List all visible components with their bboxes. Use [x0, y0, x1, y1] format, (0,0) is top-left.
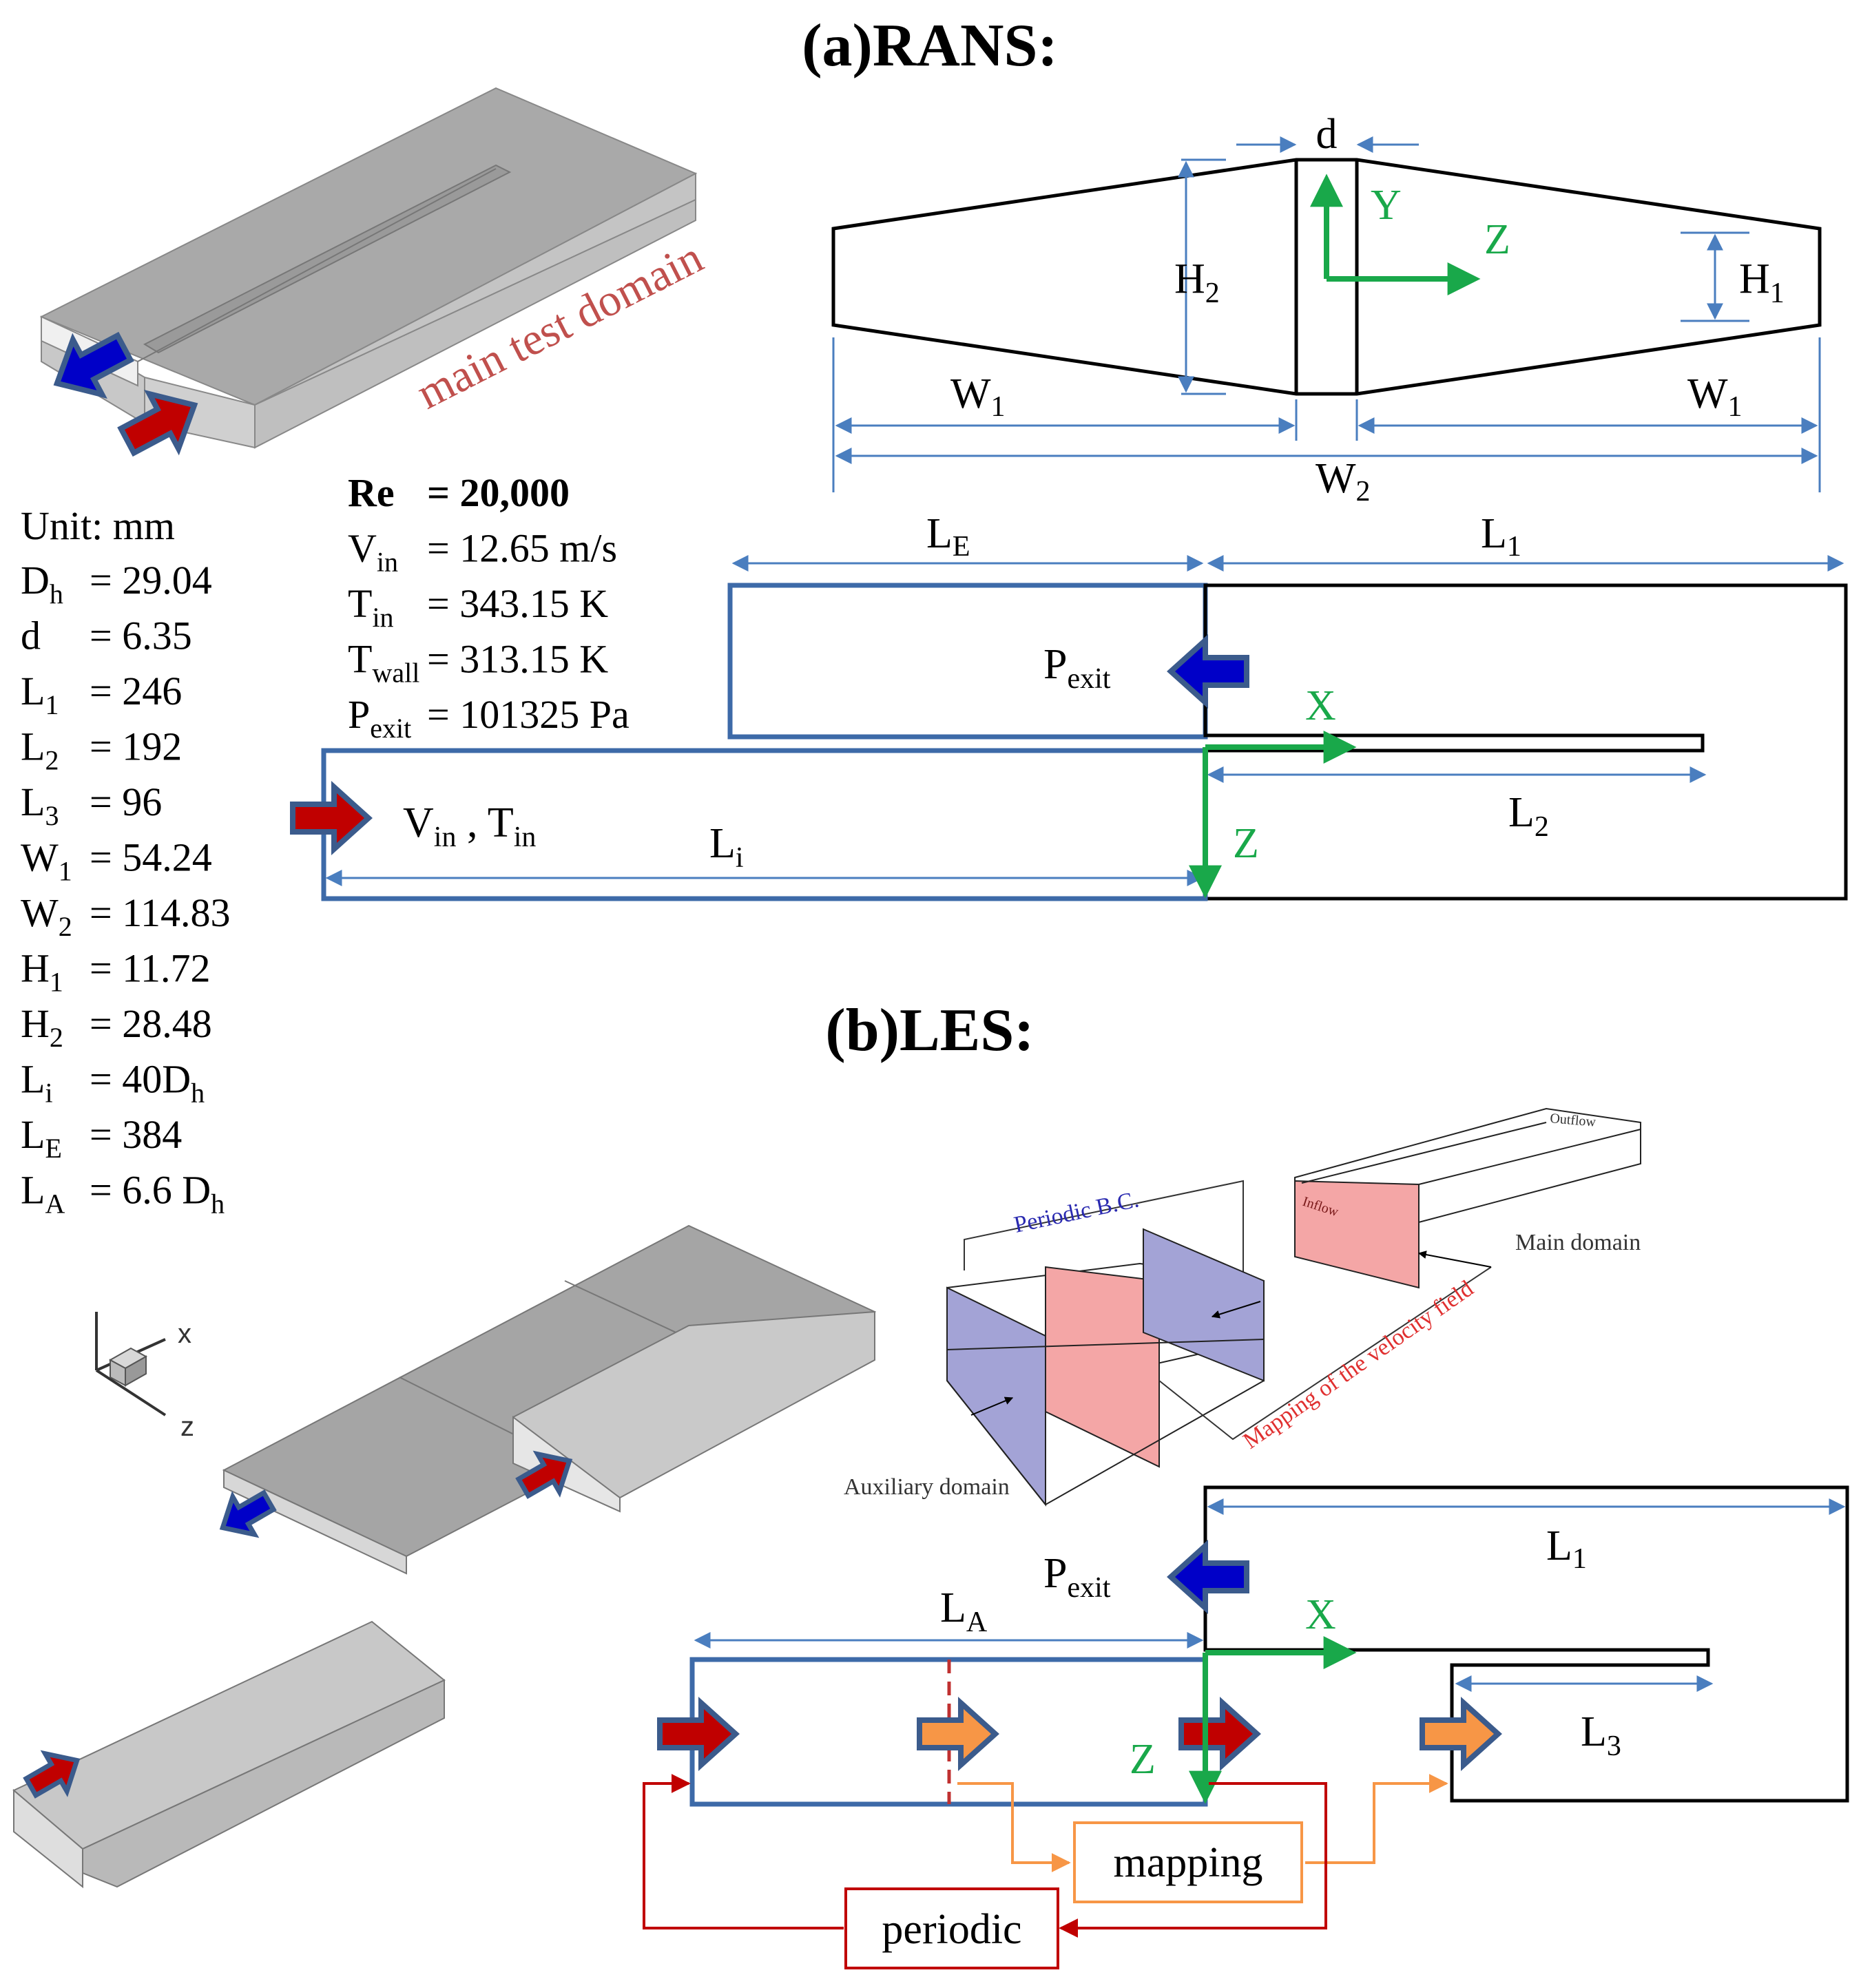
les-plan-view: L1 Pexit LA L3 X Z mapping periodic	[643, 1485, 1849, 1969]
pexit-label-les: Pexit	[1043, 1550, 1111, 1604]
axis-y-label: Y	[1371, 182, 1402, 229]
param-value: = 114.83	[90, 890, 231, 935]
axis-z-label-les: Z	[1130, 1736, 1156, 1783]
param-value: = 40Dh	[90, 1057, 205, 1109]
les-title: (b)LES:	[825, 997, 1034, 1064]
w2-label: W2	[1316, 455, 1371, 508]
param-value: = 96	[90, 779, 162, 824]
param-value: = 192	[90, 724, 182, 769]
condition-value: = 20,000	[427, 470, 570, 515]
axis-x-label-les: X	[1305, 1591, 1336, 1638]
d-label: d	[1316, 111, 1338, 158]
periodic-box	[844, 1887, 1059, 1969]
axis-z-label: Z	[1484, 216, 1510, 263]
param-value: = 246	[90, 669, 182, 713]
condition-symbol: Twall	[348, 637, 419, 689]
l3-label: L3	[1581, 1708, 1621, 1762]
inlet-arrow-rans	[293, 787, 368, 849]
li-label: Li	[709, 820, 744, 874]
param-symbol: Li	[21, 1057, 53, 1109]
param-symbol: L1	[21, 669, 59, 720]
red-arrow-aux-in	[660, 1703, 736, 1765]
param-symbol: W1	[21, 835, 72, 887]
condition-value: = 313.15 K	[427, 637, 608, 682]
periodic-label: periodic	[882, 1906, 1021, 1953]
param-symbol: LA	[21, 1168, 65, 1220]
param-symbol: Dh	[21, 558, 63, 609]
pexit-arrow-les	[1171, 1546, 1247, 1608]
rans-plan-view: LE L1 L2 Li Pexit Vin , Tin X Z	[293, 510, 1848, 901]
mapping-box	[1073, 1821, 1303, 1903]
periodic-bc-label: Periodic B.C.	[1012, 1186, 1141, 1237]
pexit-label-rans: Pexit	[1043, 641, 1111, 695]
param-symbol: LE	[21, 1112, 62, 1164]
condition-value: = 101325 Pa	[427, 692, 630, 737]
param-value: = 6.6 Dh	[90, 1168, 225, 1220]
param-value: = 54.24	[90, 835, 212, 880]
mapping-label: mapping	[1114, 1839, 1263, 1886]
condition-value: = 12.65 m/s	[427, 526, 617, 571]
condition-value: = 343.15 K	[427, 581, 608, 626]
la-label: LA	[940, 1584, 988, 1638]
param-value: = 6.35	[90, 614, 192, 658]
condition-symbol: Pexit	[348, 692, 411, 744]
rans-title: (a)RANS:	[802, 12, 1058, 79]
pexit-arrow-rans	[1171, 640, 1247, 702]
w1-right-label: W1	[1687, 370, 1743, 423]
iso-view-les: x z	[12, 1224, 877, 1889]
h1-label: H1	[1739, 255, 1785, 309]
l1-label-rans: L1	[1481, 510, 1521, 563]
w1-left-label: W1	[950, 370, 1006, 423]
les-schematic: Periodic B.C. Inflow Outflow Main domain…	[844, 1107, 1641, 1507]
param-value: = 11.72	[90, 946, 211, 991]
param-symbol: H1	[21, 946, 63, 998]
unit-header: Unit: mm	[21, 503, 175, 548]
param-value: = 28.48	[90, 1001, 212, 1046]
red-arrow-aux-out	[1181, 1703, 1257, 1765]
inlet-label: Vin , Tin	[403, 799, 536, 853]
cross-section: d H2 H1 W1 W1 W2 Y Z	[831, 111, 1822, 508]
orange-arrow-aux-mid	[919, 1703, 995, 1765]
h2-label: H2	[1174, 255, 1220, 309]
condition-symbol: Tin	[348, 581, 394, 633]
param-symbol: L2	[21, 724, 59, 776]
main-domain-label: Main domain	[1515, 1230, 1641, 1255]
param-symbol: W2	[21, 890, 72, 942]
axis-x-label-rans: X	[1305, 682, 1336, 729]
glyph-z-label: z	[180, 1412, 194, 1442]
le-label: LE	[926, 510, 970, 563]
param-value: = 29.04	[90, 558, 212, 603]
axis-z-label-rans: Z	[1233, 820, 1259, 867]
auxiliary-domain-label: Auxiliary domain	[844, 1474, 1010, 1500]
iso-view-rans: main test domain	[39, 87, 711, 468]
condition-symbol: Re	[348, 470, 395, 515]
mapping-field-label: Mapping of the velocity field	[1238, 1276, 1478, 1454]
param-symbol: L3	[21, 779, 59, 831]
param-value: = 384	[90, 1112, 182, 1157]
l1-label-les: L1	[1546, 1523, 1587, 1575]
outflow-label: Outflow	[1550, 1111, 1597, 1130]
condition-symbol: Vin	[348, 526, 398, 578]
orange-arrow-main-in	[1422, 1703, 1498, 1765]
param-symbol: d	[21, 614, 41, 658]
l2-label: L2	[1508, 789, 1549, 843]
glyph-x-label: x	[178, 1319, 191, 1349]
param-symbol: H2	[21, 1001, 63, 1053]
